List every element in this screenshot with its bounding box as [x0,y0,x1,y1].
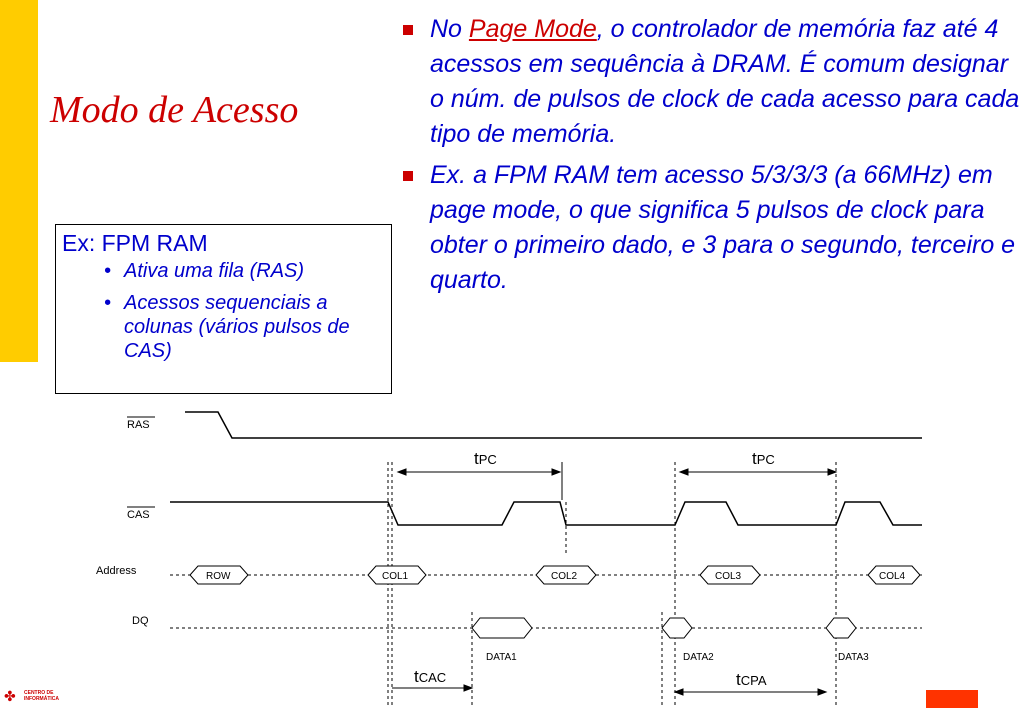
bullet-fpm-example: Ex. a FPM RAM tem acesso 5/3/3/3 (a 66MH… [400,158,1020,298]
centro-informatica-logo: ✤ CENTRO DE INFORMÁTICA [2,686,72,708]
addr-col3: COL3 [715,571,742,582]
tpc-arrows [396,462,838,500]
tcac-tcpa-arrows [392,684,828,696]
cas-signal [170,501,922,526]
tpc-label-2: tPC [752,449,775,468]
tcac-label: tCAC [414,667,446,686]
example-title: Ex: FPM RAM [62,230,208,256]
example-box: Ex: FPM RAM •Ativa uma fila (RAS) •Acess… [55,224,392,394]
bullet2-text: Ex. a FPM RAM tem acesso 5/3/3/3 (a 66MH… [430,161,1016,294]
timing-guides [387,462,837,708]
addr-row: ROW [206,571,231,582]
slide-title: Modo de Acesso [50,89,299,131]
dq-data2: DATA2 [683,652,714,663]
dq-bus [170,617,922,639]
addr-col4: COL4 [879,571,906,582]
tpc-label-1: tPC [474,449,497,468]
page-mode-link: Page Mode [468,15,597,43]
dq-label: DQ [132,615,149,627]
accent-bar [0,0,38,362]
example-item-cas: •Acessos sequenciais a colunas (vários p… [104,292,350,362]
cas-label: CAS [127,509,150,521]
logo-text: CENTRO DE INFORMÁTICA [24,690,59,702]
addr-col2: COL2 [551,571,578,582]
addr-col1: COL1 [382,571,409,582]
dq-data1: DATA1 [486,652,517,663]
address-label: Address [96,565,137,577]
bullet-list: No Page Mode, o controlador de memória f… [400,12,1020,304]
square-bullet-icon [403,25,413,35]
tcpa-label: tCPA [736,670,767,689]
logo-icon: ✤ [4,688,16,704]
bullet1-after: , o controlador de memória faz até 4 ace… [430,15,1020,148]
example-list: •Ativa uma fila (RAS) •Acessos sequencia… [62,259,385,363]
square-bullet-icon [403,171,413,181]
bullet1-before: No [430,15,469,43]
example-item-ras: •Ativa uma fila (RAS) [104,260,305,282]
dq-data3: DATA3 [838,652,869,663]
ras-signal [185,411,922,439]
ras-label: RAS [127,419,150,431]
bullet-page-mode: No Page Mode, o controlador de memória f… [400,12,1020,152]
timing-diagram: RAS CAS tPC tPC Address ROW COL1 CO [96,411,922,708]
orange-corner-block [926,690,978,708]
address-bus [170,565,922,585]
